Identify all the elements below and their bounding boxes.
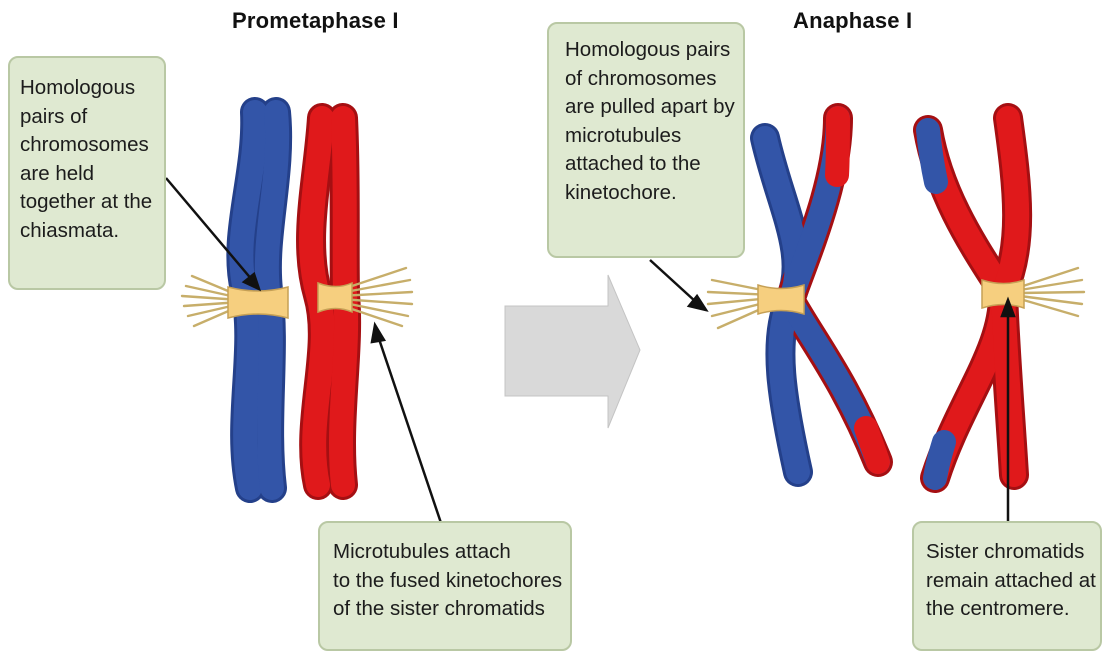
callout-line: chiasmata.	[20, 217, 164, 246]
sister-chromatids-callout: Sister chromatids remain attached at the…	[912, 521, 1102, 651]
callout-line: Sister chromatids	[926, 538, 1100, 567]
callout-line: the centromere.	[926, 595, 1100, 624]
callout-line: together at the	[20, 188, 164, 217]
callout-line: are held	[20, 160, 164, 189]
microtubules-attach-callout: Microtubules attach to the fused kinetoc…	[318, 521, 572, 651]
callout-line: attached to the	[565, 150, 743, 179]
pulled-apart-pointer-arrow	[650, 260, 696, 302]
callout-line: remain attached at	[926, 567, 1100, 596]
kinetochore-pointer-arrow	[378, 336, 441, 523]
callout-line: of chromosomes	[565, 65, 743, 94]
pulled-apart-callout: Homologous pairs of chromosomes are pull…	[547, 22, 745, 258]
callout-line: pairs of	[20, 103, 164, 132]
callout-line: Microtubules attach	[333, 538, 570, 567]
callout-line: kinetochore.	[565, 179, 743, 208]
callout-line: of the sister chromatids	[333, 595, 570, 624]
prometaphase-red-kinetochore	[318, 283, 352, 312]
callout-line: are pulled apart by	[565, 93, 743, 122]
prometaphase-microtubules	[182, 268, 412, 326]
prometaphase-blue-kinetochore	[228, 287, 288, 318]
callout-line: chromosomes	[20, 131, 164, 160]
callout-line: Homologous pairs	[565, 36, 743, 65]
anaphase-red-kinetochore	[982, 280, 1024, 308]
callout-line: to the fused kinetochores	[333, 567, 570, 596]
callout-line: microtubules	[565, 122, 743, 151]
prometaphase-title: Prometaphase I	[232, 8, 399, 34]
callout-line: Homologous	[20, 74, 164, 103]
anaphase-title: Anaphase I	[793, 8, 912, 34]
transition-arrow	[505, 275, 640, 428]
anaphase-blue-kinetochore	[758, 285, 804, 314]
chiasmata-callout: Homologous pairs of chromosomes are held…	[8, 56, 166, 290]
